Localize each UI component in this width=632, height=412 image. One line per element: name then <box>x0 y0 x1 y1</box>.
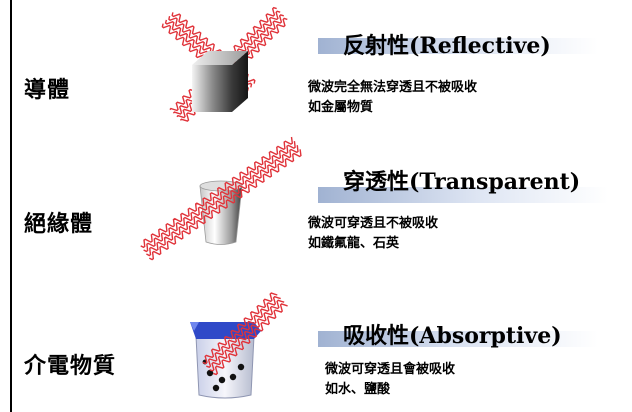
absorbed-wave <box>212 303 288 376</box>
transmitted-wave <box>140 136 294 249</box>
particle <box>218 376 226 384</box>
transmitted-wave <box>143 141 296 253</box>
metal-cube <box>192 51 248 112</box>
property-title-absorptive: 吸收性(Absorptive) <box>343 323 562 349</box>
particle <box>212 384 220 392</box>
description-line-2: 如鐵氟龍、石英 <box>308 236 400 251</box>
transmitted-wave <box>146 145 299 257</box>
absorbed-wave <box>209 299 285 372</box>
transmitted-wave-group <box>140 136 302 261</box>
particle <box>229 373 237 381</box>
title-highlight-bar <box>318 38 598 54</box>
cube-side-face <box>232 51 248 112</box>
particle <box>206 369 214 377</box>
absorbed-wave <box>206 295 281 369</box>
transmitted-wave <box>148 149 302 261</box>
description-line-2: 如水、鹽酸 <box>325 382 391 397</box>
title-highlight-bar <box>318 187 608 203</box>
particle <box>237 363 245 371</box>
absorptive-illustration <box>190 292 288 399</box>
reflective-illustration <box>161 6 288 122</box>
title-highlight-bar <box>318 331 598 347</box>
category-insulator: 絕緣體 <box>24 211 94 237</box>
description-line-1: 微波完全無法穿透且不被吸收 <box>308 80 478 95</box>
left-frame-line <box>10 0 12 412</box>
beaker-liquid <box>195 335 255 399</box>
description-line-2: 如金屬物質 <box>308 100 374 115</box>
category-dielectric: 介電物質 <box>24 353 117 379</box>
absorbed-wave-group <box>202 292 288 376</box>
cube-front-face <box>192 65 232 112</box>
description-line-1: 微波可穿透且會被吸收 <box>325 362 456 377</box>
absorbed-wave <box>202 292 278 365</box>
beaker-lip <box>190 322 199 331</box>
property-title-reflective: 反射性(Reflective) <box>343 33 551 59</box>
category-conductor: 導體 <box>24 77 71 103</box>
transparent-illustration <box>140 136 302 261</box>
cube-top-face <box>192 51 248 65</box>
property-title-transparent: 穿透性(Transparent) <box>343 169 581 195</box>
description-line-1: 微波可穿透且不被吸收 <box>308 216 439 231</box>
